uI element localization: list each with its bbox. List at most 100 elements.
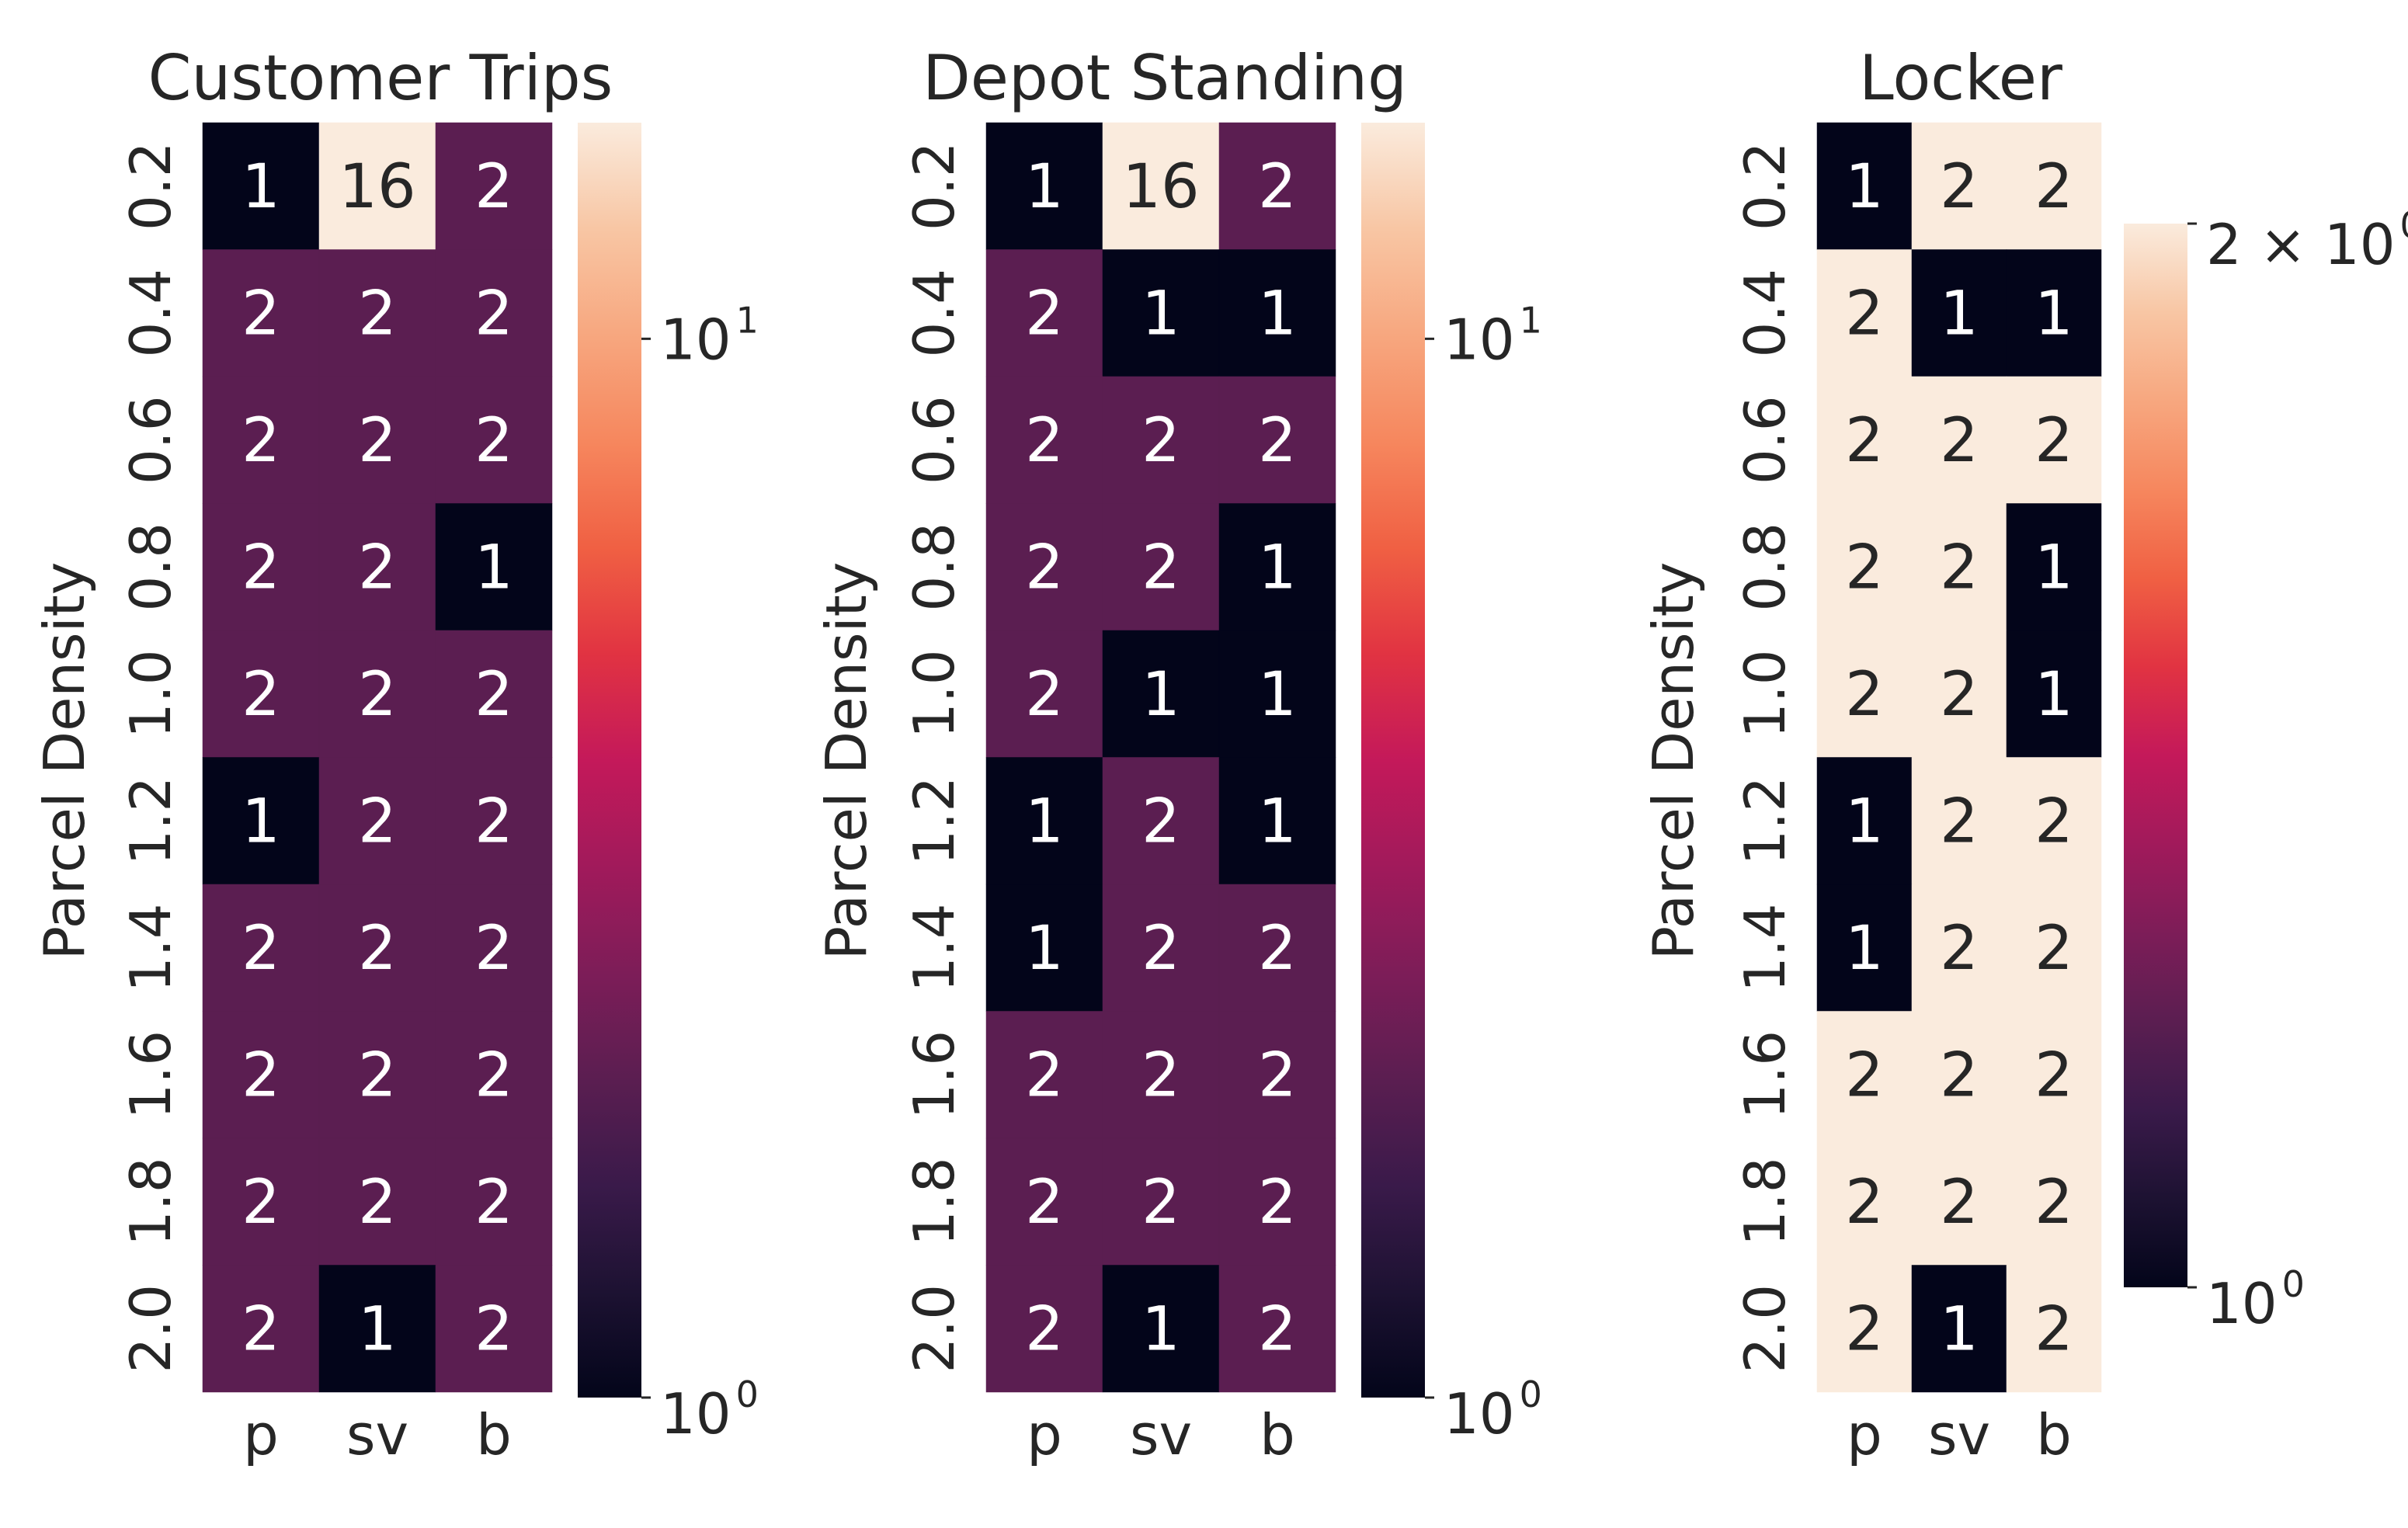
cell-value-label: 2: [1025, 660, 1064, 730]
cell-value-label: 1: [1940, 1294, 1979, 1364]
heatmap-cell: [1911, 249, 2007, 377]
y-axis-label: Parcel Density: [814, 562, 879, 960]
heatmap-cell: [1218, 122, 1336, 250]
cell-value-label: 2: [474, 660, 513, 730]
cell-value-label: 16: [1122, 152, 1199, 222]
heatmap-cell: [1102, 1265, 1220, 1393]
heatmap-cell: [202, 757, 320, 885]
y-tick-label: 1.0: [118, 649, 183, 738]
x-tick-label: p: [243, 1402, 279, 1467]
heatmap-cell: [202, 249, 320, 377]
heatmap-cell: [1102, 122, 1220, 250]
cell-value-label: 2: [1141, 1040, 1180, 1110]
cell-value-label: 2: [474, 406, 513, 476]
y-tick-labels: 0.20.40.60.81.01.21.41.61.82.0: [1732, 141, 1798, 1373]
cell-value-label: 2: [241, 914, 280, 984]
cell-value-label: 1: [2034, 279, 2073, 349]
cell-value-label: 1: [1258, 787, 1297, 856]
cell-value-label: 2: [1258, 406, 1297, 476]
cell-value-label: 2: [1141, 914, 1180, 984]
y-tick-label: 1.6: [118, 1030, 183, 1120]
cell-value-label: 1: [1025, 152, 1064, 222]
cell-value-label: 2: [358, 533, 397, 603]
heatmap-cell: [202, 1265, 320, 1393]
cell-value-label: 2: [1940, 1040, 1979, 1110]
heatmap-cell: [985, 376, 1103, 504]
x-tick-label: p: [1847, 1402, 1882, 1467]
heatmap-cell: [1102, 1137, 1220, 1266]
heatmap-cell: [1816, 503, 1913, 631]
cell-value-label: 2: [1258, 1040, 1297, 1110]
colorbar-gradient: [578, 123, 641, 1398]
heatmap-cell: [1911, 1011, 2007, 1139]
y-tick-label: 0.6: [118, 395, 183, 484]
cell-value-label: 2: [474, 787, 513, 856]
heatmap-cell: [435, 630, 553, 758]
heatmap-cell: [435, 1265, 553, 1393]
heatmap-cell: [985, 1137, 1103, 1266]
cell-value-label: 1: [2034, 533, 2073, 603]
y-tick-label: 0.6: [902, 395, 967, 484]
x-tick-label: sv: [346, 1402, 408, 1467]
cell-value-label: 2: [1940, 914, 1979, 984]
cell-value-label: 1: [2034, 660, 2073, 730]
heatmap-cell: [1218, 757, 1336, 885]
cell-value-label: 2: [1141, 787, 1180, 856]
cell-value-label: 1: [1025, 787, 1064, 856]
heatmap-cell: [318, 249, 436, 377]
heatmap-cell: [1911, 503, 2007, 631]
cell-value-label: 1: [1258, 533, 1297, 603]
cell-value-label: 2: [474, 914, 513, 984]
y-tick-label: 1.8: [118, 1157, 183, 1246]
cell-value-label: 1: [1141, 1294, 1180, 1364]
cell-value-label: 2: [1025, 533, 1064, 603]
heatmap-cell: [318, 1265, 436, 1393]
cell-value-label: 2: [358, 660, 397, 730]
cell-value-label: 2: [474, 1168, 513, 1238]
y-tick-labels: 0.20.40.60.81.01.21.41.61.82.0: [118, 141, 183, 1373]
heatmap-cell: [318, 1011, 436, 1139]
cell-value-label: 2: [1025, 1294, 1064, 1364]
y-tick-label: 1.0: [1732, 649, 1798, 738]
cell-value-label: 1: [1940, 279, 1979, 349]
heatmap-cell: [202, 630, 320, 758]
heatmap-cell: [1218, 1137, 1336, 1266]
y-tick-label: 1.2: [1732, 776, 1798, 866]
cell-value-label: 1: [1845, 152, 1884, 222]
cell-value-label: 2: [241, 1168, 280, 1238]
y-tick-label: 1.2: [902, 776, 967, 866]
cell-value-label: 1: [358, 1294, 397, 1364]
x-tick-label: b: [2036, 1402, 2072, 1467]
heatmap-cell: [435, 1137, 553, 1266]
cell-value-label: 2: [241, 1040, 280, 1110]
x-tick-label: sv: [1928, 1402, 1990, 1467]
heatmap-cell: [1816, 630, 1913, 758]
cell-value-label: 2: [1940, 152, 1979, 222]
heatmap-cell: [318, 630, 436, 758]
cell-value-label: 2: [1845, 279, 1884, 349]
cell-value-label: 2: [1025, 279, 1064, 349]
x-tick-label: p: [1027, 1402, 1062, 1467]
cell-value-label: 2: [1845, 1294, 1884, 1364]
cell-value-label: 2: [358, 1168, 397, 1238]
heatmap-cell: [1816, 884, 1913, 1012]
heatmap-cell: [1911, 1137, 2007, 1266]
cell-value-label: 2: [2034, 1040, 2073, 1110]
x-tick-label: sv: [1130, 1402, 1192, 1467]
heatmap-title: Locker: [1859, 42, 2062, 114]
heatmap-cell: [435, 503, 553, 631]
cell-value-label: 2: [1845, 1168, 1884, 1238]
heatmap-cell: [435, 1011, 553, 1139]
